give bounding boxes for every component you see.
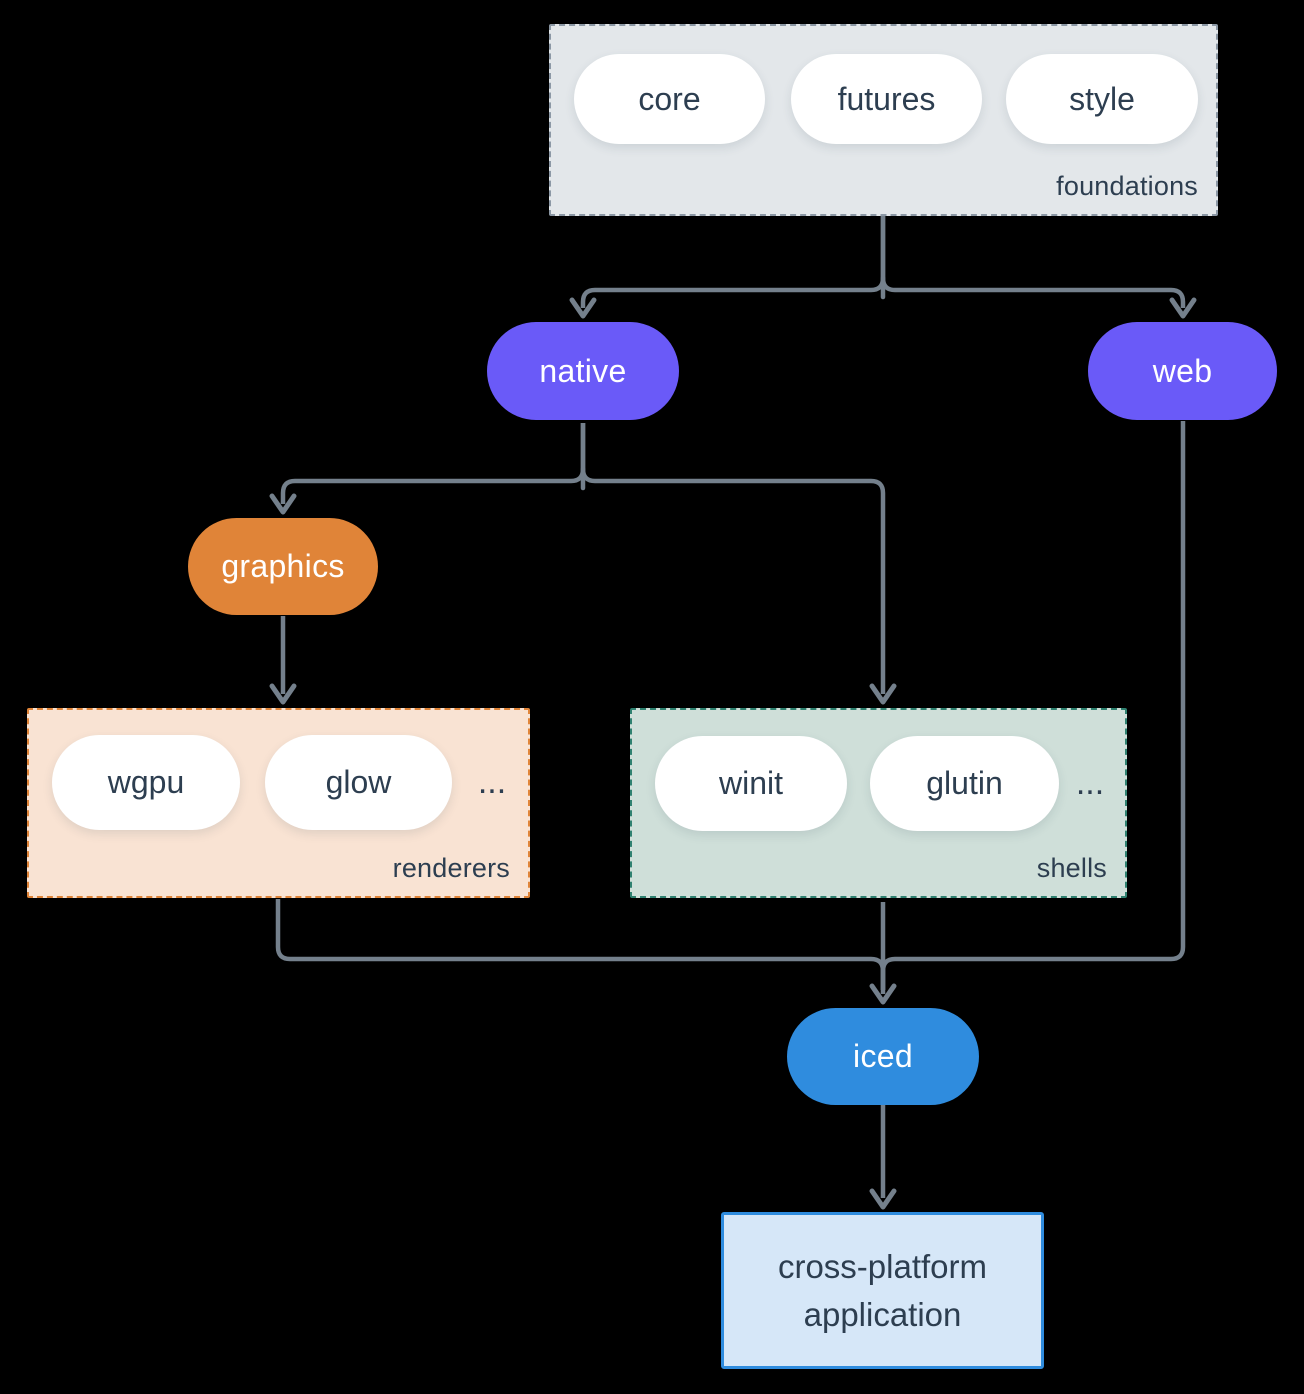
pill-winit-label: winit xyxy=(718,765,783,801)
foundations-group-label: foundations xyxy=(1056,171,1198,201)
arrow-into-application xyxy=(869,1188,897,1210)
application-box-label: cross-platform application xyxy=(777,1247,988,1333)
renderers-group-label: renderers xyxy=(392,853,510,883)
pill-winit: winit xyxy=(655,736,847,831)
pill-glutin-label: glutin xyxy=(926,765,1003,801)
pill-wgpu-label: wgpu xyxy=(107,764,185,800)
shells-group: winit glutin ... shells xyxy=(630,708,1127,898)
arrow-into-iced xyxy=(869,983,897,1005)
node-web-label: web xyxy=(1152,352,1213,389)
pill-futures: futures xyxy=(791,54,982,144)
arrow-into-web xyxy=(1169,297,1197,319)
edge-foundations-native xyxy=(580,216,886,308)
edge-native-graphics xyxy=(280,423,586,504)
shells-ellipsis: ... xyxy=(1075,764,1105,802)
node-iced-label: iced xyxy=(853,1038,913,1074)
pill-glow: glow xyxy=(265,735,452,830)
node-native-label: native xyxy=(539,352,627,389)
edge-foundations-web xyxy=(880,216,1186,308)
pill-core: core xyxy=(574,54,765,144)
pill-style-label: style xyxy=(1069,80,1135,117)
arrow-into-renderers xyxy=(269,683,297,705)
pill-core-label: core xyxy=(638,80,701,117)
renderers-group: wgpu glow ... renderers xyxy=(27,708,530,898)
pill-glutin: glutin xyxy=(870,736,1059,831)
edge-web-iced xyxy=(880,421,1186,990)
pill-futures-label: futures xyxy=(837,80,936,117)
shells-group-label: shells xyxy=(1036,853,1107,883)
node-graphics-label: graphics xyxy=(221,548,345,584)
node-native: native xyxy=(487,322,679,420)
foundations-group: core futures style foundations xyxy=(549,24,1218,216)
edge-renderers-iced xyxy=(275,899,886,990)
pill-style: style xyxy=(1006,54,1198,144)
application-box: cross-platform application xyxy=(721,1212,1044,1369)
node-web: web xyxy=(1088,322,1277,420)
node-graphics: graphics xyxy=(188,518,378,615)
arrow-into-graphics xyxy=(269,493,297,515)
pill-wgpu: wgpu xyxy=(52,735,240,830)
renderers-ellipsis: ... xyxy=(477,763,507,801)
edge-native-shells xyxy=(580,423,886,694)
arrow-into-shells xyxy=(869,683,897,705)
arrow-into-native xyxy=(569,297,597,319)
node-iced: iced xyxy=(787,1008,979,1105)
pill-glow-label: glow xyxy=(325,764,392,800)
